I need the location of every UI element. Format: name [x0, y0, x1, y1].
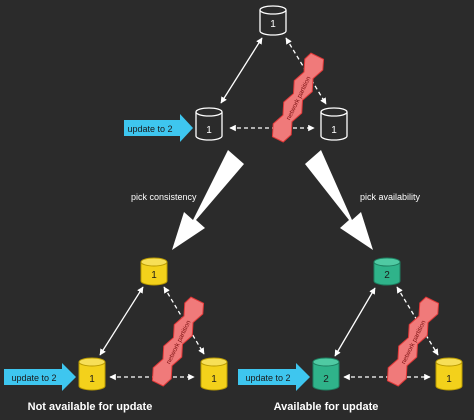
database-node: 1: [259, 5, 287, 36]
node-value: 1: [331, 125, 337, 136]
network-partition: network partition: [271, 52, 325, 143]
node-value: 2: [323, 374, 329, 385]
consistency-arrow: [172, 150, 244, 250]
sync-line: [334, 287, 376, 357]
pick-consistency-label: pick consistency: [131, 192, 197, 202]
availability-arrow: [305, 150, 373, 250]
node-value: 1: [270, 19, 276, 30]
database-node: 1: [140, 257, 168, 286]
update-label: update to 2: [245, 373, 290, 383]
right-caption: Available for update: [274, 401, 379, 413]
node-value: 1: [206, 125, 212, 136]
left-caption: Not available for update: [28, 401, 153, 413]
update-arrow: update to 2: [4, 363, 76, 391]
update-label: update to 2: [127, 124, 172, 134]
database-node: 1: [195, 107, 223, 141]
database-node: 1: [200, 357, 228, 391]
update-label: update to 2: [11, 373, 56, 383]
network-partition: network partition: [386, 296, 440, 387]
node-value: 1: [446, 374, 452, 385]
update-arrow: update to 2: [238, 363, 310, 391]
right-cluster: update to 2 2 2 1 network partition Avai…: [238, 257, 463, 413]
update-arrow: update to 2: [124, 114, 193, 142]
node-value: 1: [89, 374, 95, 385]
dashed-link: [396, 286, 439, 356]
node-value: 2: [384, 270, 390, 281]
sync-line: [99, 286, 144, 356]
node-value: 1: [151, 270, 157, 281]
database-node: 2: [312, 357, 340, 391]
database-node: 1: [435, 357, 463, 391]
left-cluster: update to 2 1 1 1 network partition Not …: [4, 257, 228, 413]
branch-arrows: pick consistency pick availability: [131, 150, 421, 250]
network-partition: network partition: [151, 296, 205, 387]
database-node: 1: [320, 107, 348, 141]
top-cluster: update to 2 1 1 1 network partition: [124, 5, 348, 143]
dashed-link: [163, 286, 205, 355]
pick-availability-label: pick availability: [360, 192, 421, 202]
node-value: 1: [211, 374, 217, 385]
database-node: 1: [78, 357, 106, 391]
database-node: 2: [373, 257, 401, 286]
sync-line: [220, 37, 263, 104]
